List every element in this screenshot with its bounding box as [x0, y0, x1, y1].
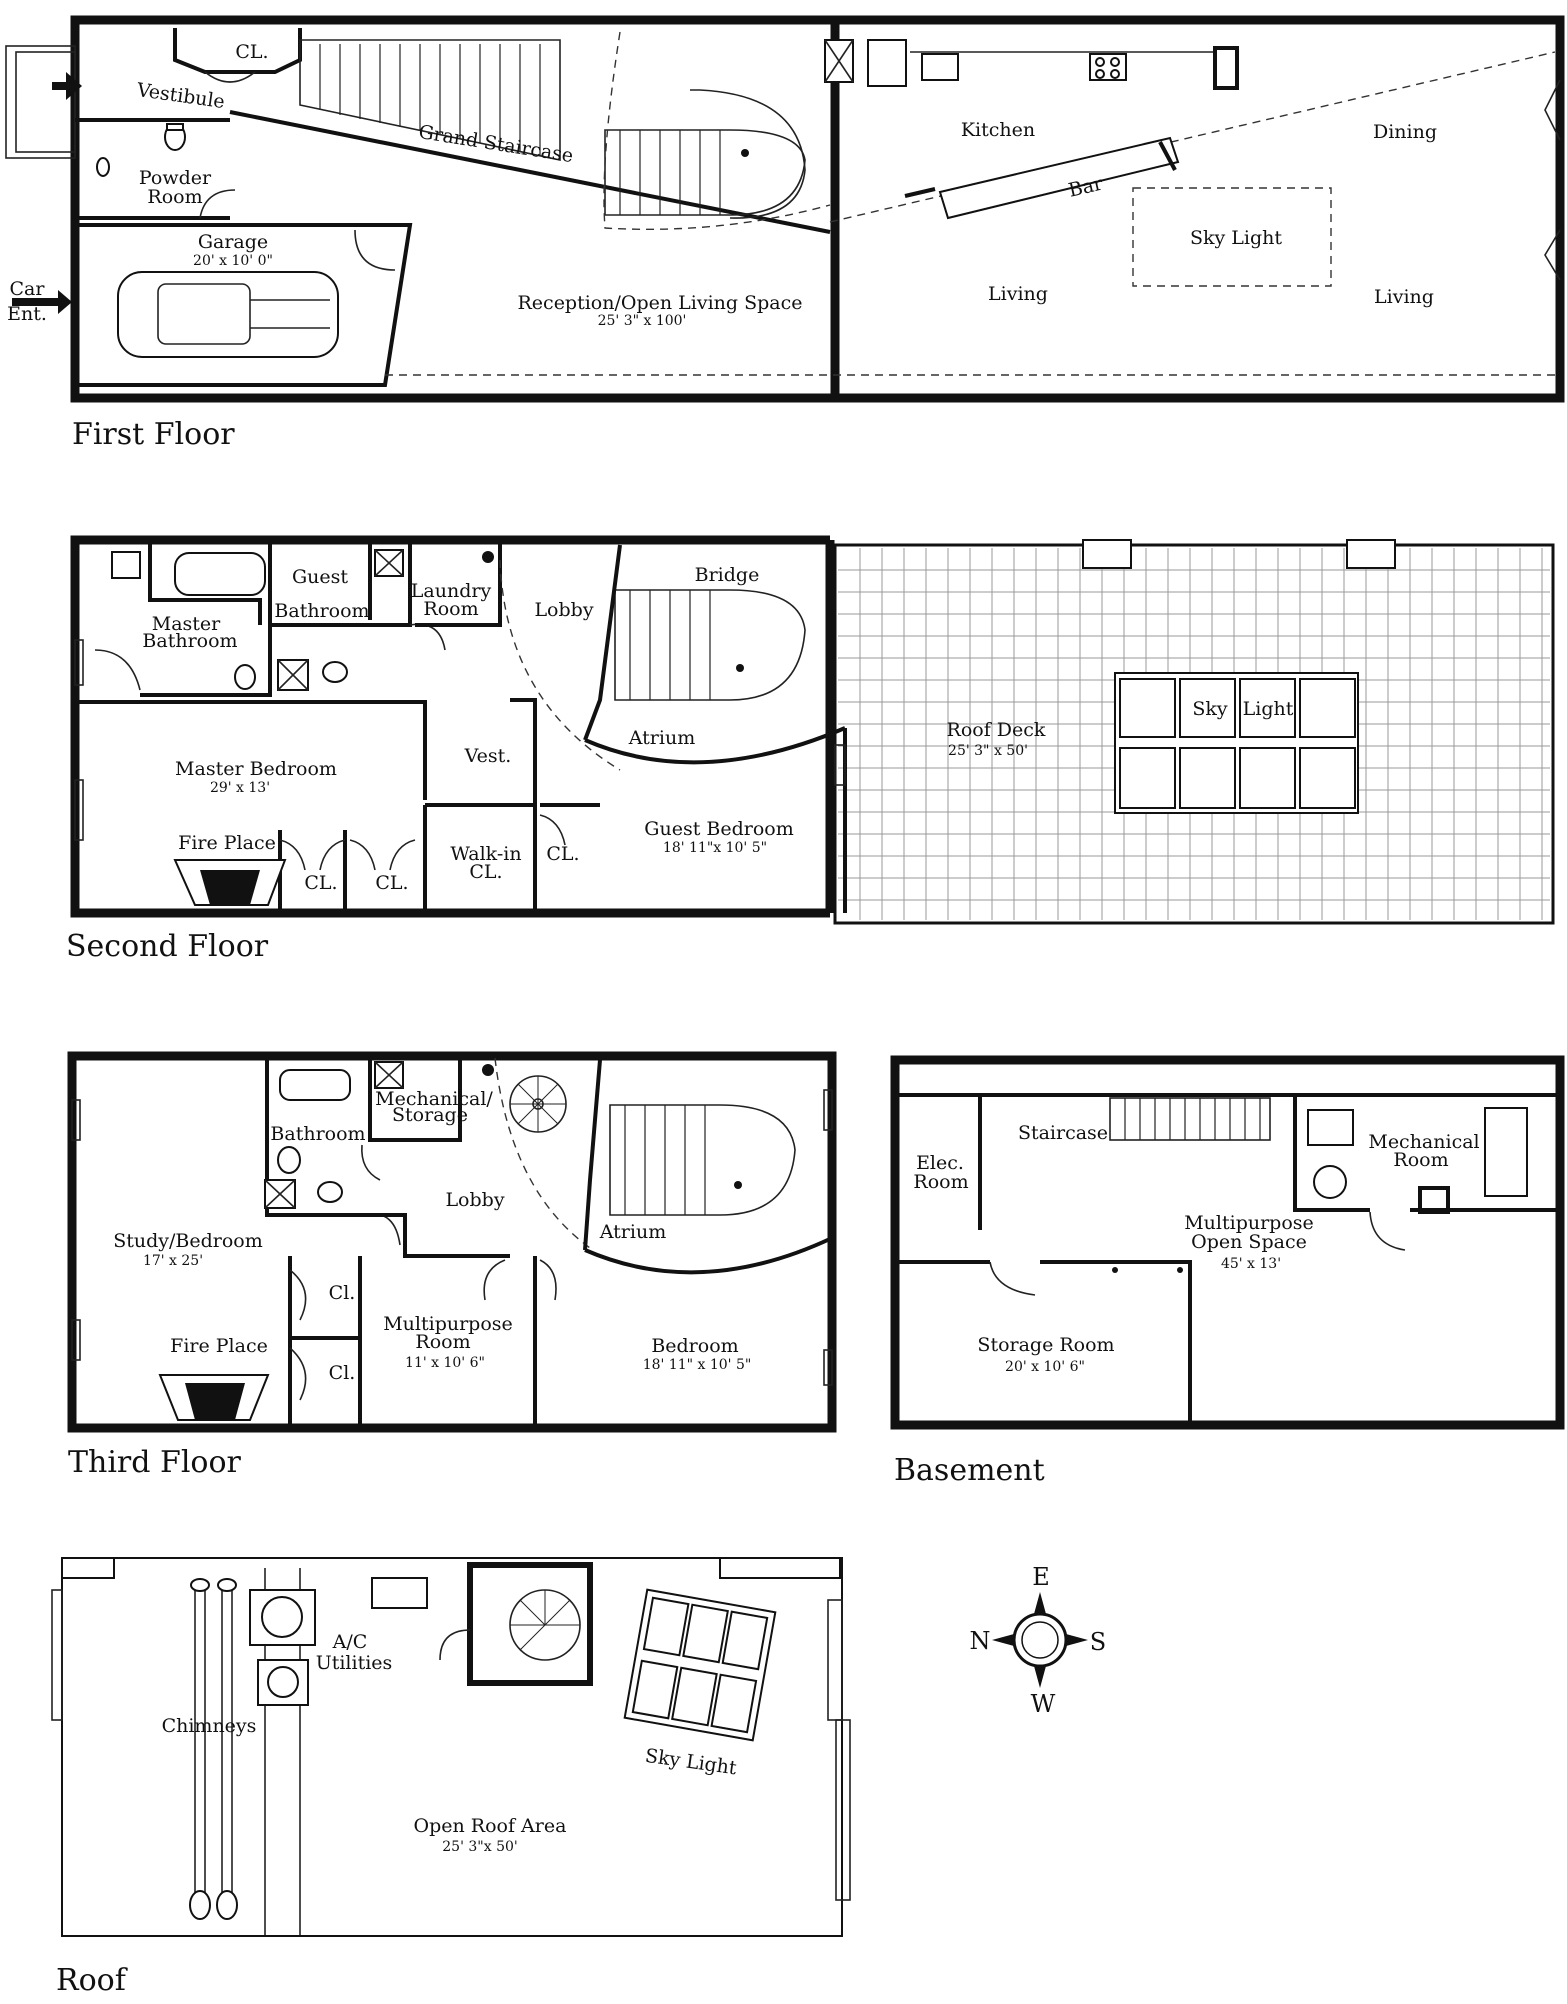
third-closet-label-2: Cl. — [329, 1362, 356, 1384]
powder-room-label-2: Room — [147, 186, 202, 208]
walk-in-closet-label-1: Walk-in — [450, 843, 521, 865]
garage-dimension: 20' x 10' 0" — [193, 253, 273, 269]
storage-room-dimension: 20' x 10' 6" — [1005, 1359, 1085, 1375]
laundry-room-label-2: Room — [423, 598, 478, 620]
bedroom-label: Bedroom — [651, 1335, 738, 1357]
first-floor-title: First Floor — [72, 417, 235, 452]
living-right-label: Living — [1374, 286, 1434, 308]
second-floor-title: Second Floor — [66, 929, 269, 964]
basement-multipurpose-label-1: Multipurpose — [1184, 1212, 1314, 1234]
open-roof-area-dimension: 25' 3"x 50' — [442, 1839, 517, 1855]
grand-staircase-label: Grand Staircase — [417, 121, 575, 167]
entry-arrow-icon — [52, 72, 82, 100]
multipurpose-room-dimension: 11' x 10' 6" — [405, 1355, 485, 1371]
multipurpose-room-label-2: Room — [415, 1331, 470, 1353]
second-closet-label-2: CL. — [375, 872, 408, 894]
open-roof-area-label: Open Roof Area — [414, 1815, 567, 1837]
third-floor-title: Third Floor — [68, 1445, 242, 1480]
elec-room-label-2: Room — [913, 1171, 968, 1193]
sky-label: Sky — [1192, 698, 1228, 720]
bedroom-dimension: 18' 11" x 10' 5" — [643, 1357, 752, 1373]
master-bedroom-label: Master Bedroom — [175, 758, 337, 780]
third-lobby-label: Lobby — [445, 1189, 504, 1211]
basement-multipurpose-dimension: 45' x 13' — [1221, 1256, 1281, 1272]
compass-rose-icon — [992, 1592, 1088, 1688]
living-left-label: Living — [988, 283, 1048, 305]
second-lobby-label: Lobby — [534, 599, 593, 621]
second-fire-place-label: Fire Place — [178, 832, 276, 854]
third-fire-place-label: Fire Place — [170, 1335, 268, 1357]
powder-room-label-1: Powder — [139, 167, 212, 189]
basement-multipurpose-label-2: Open Space — [1191, 1231, 1307, 1253]
roof-sky-light-label: Sky Light — [644, 1745, 739, 1780]
elec-room-label-1: Elec. — [916, 1152, 964, 1174]
roof-plan — [51, 1557, 851, 1937]
multipurpose-room-label-1: Multipurpose — [383, 1313, 513, 1335]
mechanical-storage-label-1: Mechanical/ — [375, 1088, 493, 1110]
car-entrance-label-2: Ent. — [7, 303, 47, 325]
roof-deck-label: Roof Deck — [947, 719, 1046, 741]
master-bathroom-label-1: Master — [152, 613, 221, 635]
ac-utilities-label-2: Utilities — [316, 1652, 393, 1674]
garage-label: Garage — [198, 231, 268, 253]
basement-plan — [890, 1055, 1565, 1430]
bridge-label: Bridge — [695, 564, 760, 586]
laundry-room-label-1: Laundry — [411, 580, 492, 602]
ac-utilities-label-1: A/C — [332, 1631, 368, 1653]
vest-label: Vest. — [464, 745, 512, 767]
master-bathroom-label-2: Bathroom — [142, 630, 237, 652]
guest-bathroom-label: Bathroom — [274, 600, 369, 622]
master-bedroom-dimension: 29' x 13' — [210, 780, 270, 796]
third-bathroom-label: Bathroom — [270, 1123, 365, 1145]
light-label: Light — [1243, 698, 1294, 720]
compass-n-label: N — [970, 1627, 991, 1655]
reception-label: Reception/Open Living Space — [518, 292, 803, 314]
mechanical-room-label-2: Room — [1393, 1149, 1448, 1171]
car-entrance-label-1: Car — [10, 278, 46, 300]
compass-e-label: E — [1032, 1563, 1050, 1591]
compass-w-label: W — [1031, 1690, 1056, 1718]
guest-bedroom-label: Guest Bedroom — [644, 818, 793, 840]
mechanical-room-label-1: Mechanical — [1368, 1131, 1479, 1153]
guest-bedroom-dimension: 18' 11"x 10' 5" — [663, 840, 767, 856]
third-floor-plan — [67, 1051, 837, 1433]
third-atrium-label: Atrium — [599, 1221, 666, 1243]
vestibule-label: Vestibule — [135, 79, 227, 113]
guest-label: Guest — [292, 566, 348, 588]
second-closet-label-3: CL. — [546, 843, 579, 865]
basement-title: Basement — [894, 1453, 1045, 1488]
dining-label: Dining — [1373, 121, 1437, 143]
walk-in-closet-label-2: CL. — [469, 861, 502, 883]
first-sky-light-label: Sky Light — [1190, 227, 1282, 249]
car-entrance-arrow-icon — [12, 290, 72, 314]
study-bedroom-dimension: 17' x 25' — [143, 1253, 203, 1269]
compass-s-label: S — [1090, 1628, 1106, 1656]
second-atrium-label: Atrium — [628, 727, 695, 749]
storage-room-label: Storage Room — [977, 1334, 1114, 1356]
third-closet-label-1: Cl. — [329, 1282, 356, 1304]
second-closet-label-1: CL. — [304, 872, 337, 894]
first-floor-plan — [5, 15, 1565, 403]
kitchen-label: Kitchen — [961, 119, 1035, 141]
roof-deck-dimension: 25' 3" x 50' — [948, 743, 1028, 759]
roof-title: Roof — [56, 1963, 128, 1998]
reception-dimension: 25' 3" x 100' — [598, 313, 687, 329]
study-bedroom-label: Study/Bedroom — [113, 1230, 263, 1252]
second-floor-plan — [70, 535, 1555, 925]
first-closet-label: CL. — [235, 41, 268, 63]
staircase-label: Staircase — [1018, 1122, 1108, 1144]
chimneys-label: Chimneys — [162, 1715, 257, 1737]
mechanical-storage-label-2: Storage — [392, 1104, 468, 1126]
